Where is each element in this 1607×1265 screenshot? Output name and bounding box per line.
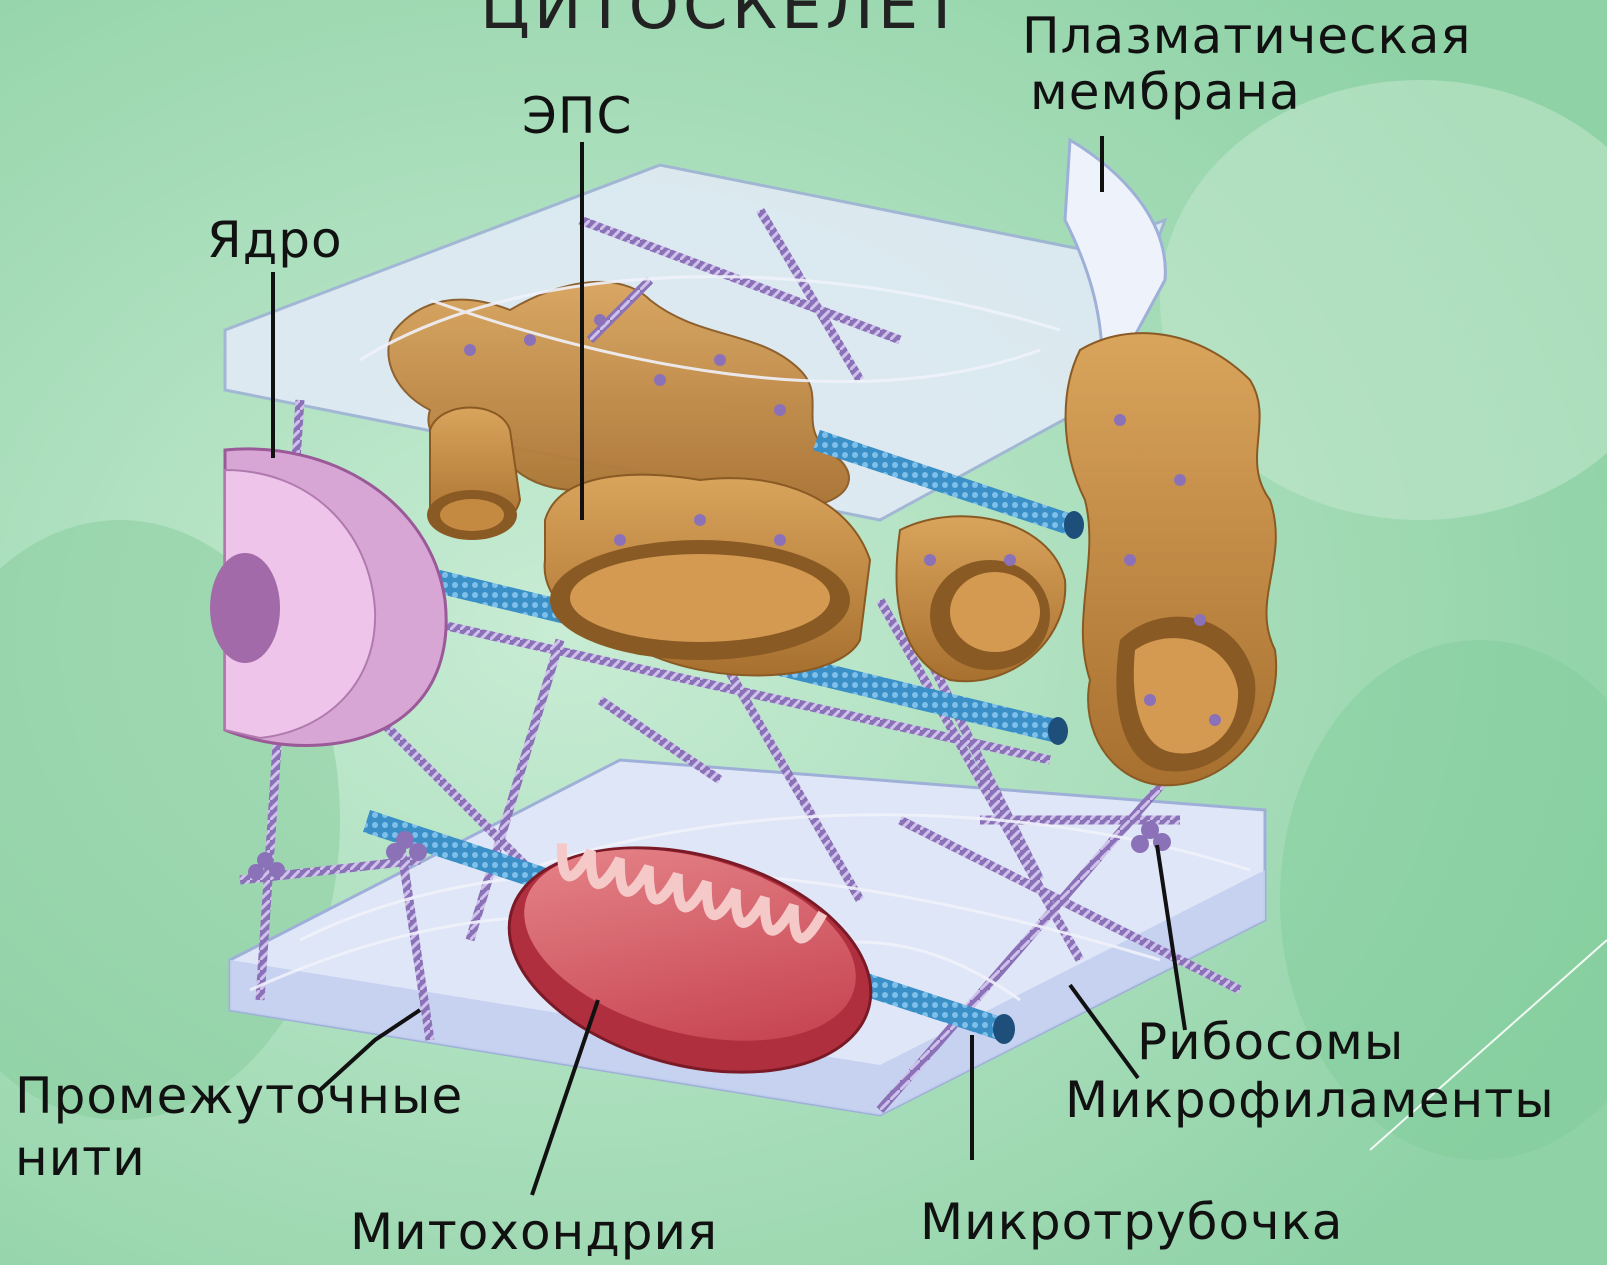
label-intermediate-filaments-line2: нити <box>15 1130 146 1186</box>
label-intermediate-filaments-line1: Промежуточные <box>15 1068 463 1124</box>
label-mitochondrion: Митохондрия <box>350 1204 718 1260</box>
page-title: ЦИТОСКЕЛЕТ <box>480 0 965 44</box>
label-microtubule: Микротрубочка <box>920 1194 1343 1250</box>
label-eps: ЭПС <box>522 88 632 144</box>
nucleus <box>210 449 446 746</box>
label-plasma-membrane-line1: Плазматическая <box>1022 8 1471 64</box>
label-plasma-membrane-line2: мембрана <box>1030 64 1301 120</box>
label-nucleus: Ядро <box>207 212 343 268</box>
er-right <box>1066 333 1277 785</box>
label-microfilaments: Микрофиламенты <box>1065 1072 1555 1128</box>
label-ribosomes: Рибосомы <box>1137 1014 1404 1070</box>
